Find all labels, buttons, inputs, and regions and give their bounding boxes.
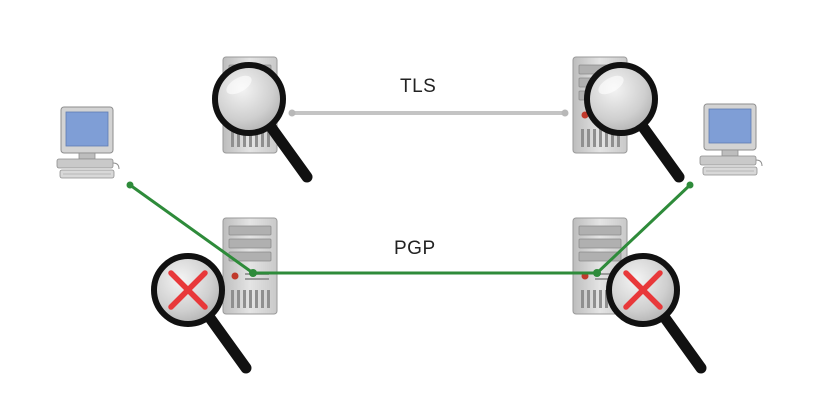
magnifier-icon-top-right [587, 65, 679, 177]
computer-icon-right [699, 103, 763, 176]
tls-line-endpoint-right [561, 109, 569, 117]
pgp-line-node-right [593, 269, 601, 277]
magnifier-icon-top-left [215, 65, 307, 177]
pgp-label: PGP [394, 238, 436, 259]
tls-label: TLS [400, 76, 437, 97]
pgp-line-node-left [249, 269, 257, 277]
tls-line-endpoint-left [288, 109, 296, 117]
blocked-magnifier-icon-right [609, 256, 701, 368]
server-icon-bottom-left [222, 217, 278, 315]
pgp-line-endpoint-left [126, 181, 134, 189]
pgp-connection-line [128, 183, 692, 275]
pgp-line-endpoint-right [686, 181, 694, 189]
computer-icon-left [56, 106, 120, 179]
